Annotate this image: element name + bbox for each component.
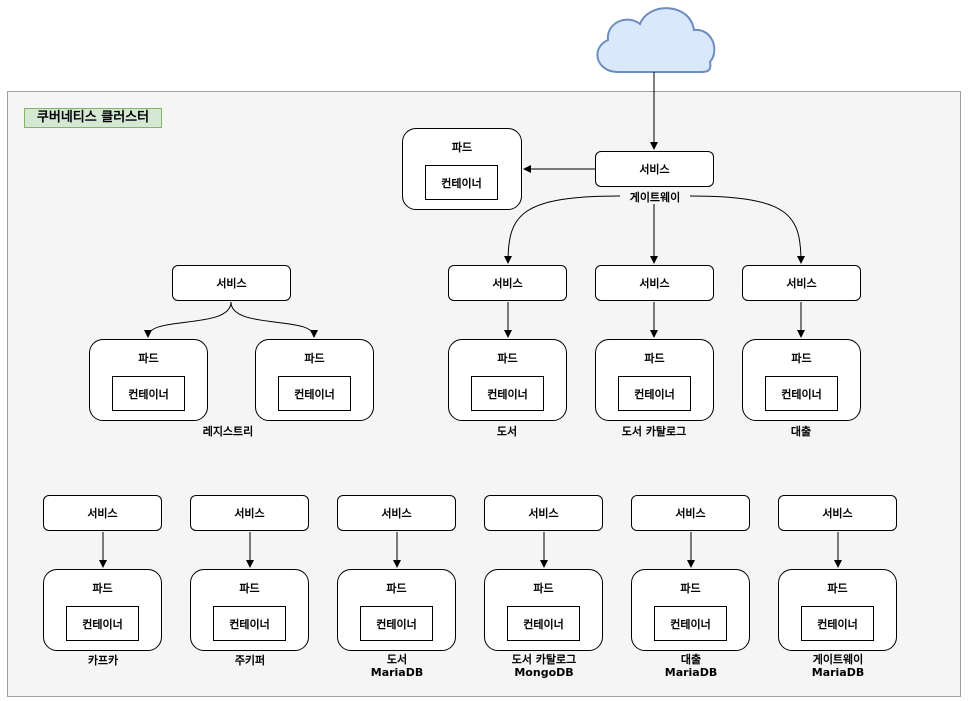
caption-line: MariaDB: [370, 666, 424, 679]
container: 컨테이너: [765, 376, 838, 411]
caption-line: MongoDB: [514, 666, 574, 679]
pod-registry-1: 파드 컨테이너: [89, 339, 208, 421]
service-book-db: 서비스: [337, 495, 456, 531]
container: 컨테이너: [425, 165, 498, 200]
pod-gateway: 파드 컨테이너: [402, 128, 522, 210]
pod-loan: 파드 컨테이너: [742, 339, 861, 421]
container: 컨테이너: [213, 606, 286, 641]
cluster-title: 쿠버네티스 클러스터: [24, 108, 162, 128]
service-loan-db: 서비스: [631, 495, 750, 531]
edge-registry-pod1: [144, 301, 232, 338]
service-catalog: 서비스: [595, 265, 714, 301]
service-book: 서비스: [448, 265, 567, 301]
pod-label: 파드: [680, 582, 701, 595]
pod-label: 파드: [92, 582, 113, 595]
edge-registry-pod2: [230, 301, 318, 338]
container: 컨테이너: [507, 606, 580, 641]
caption-line: MariaDB: [811, 666, 865, 679]
pod-label: 파드: [239, 582, 260, 595]
caption-gateway: 게이트웨이: [625, 191, 685, 204]
pod-label: 파드: [304, 352, 325, 365]
edge-gateway-book: [504, 195, 621, 264]
pod-label: 파드: [533, 582, 554, 595]
container: 컨테이너: [66, 606, 139, 641]
cloud-icon: [596, 7, 716, 73]
container: 컨테이너: [801, 606, 874, 641]
container: 컨테이너: [360, 606, 433, 641]
caption-loan-db: 대출 MariaDB: [665, 653, 718, 679]
caption-book-db: 도서 MariaDB: [371, 653, 424, 679]
pod-loan-db: 파드 컨테이너: [631, 569, 750, 651]
pod-gateway-db: 파드 컨테이너: [778, 569, 897, 651]
pod-kafka: 파드 컨테이너: [43, 569, 162, 651]
pod-label: 파드: [791, 352, 812, 365]
container: 컨테이너: [618, 376, 691, 411]
container: 컨테이너: [112, 376, 185, 411]
service-loan: 서비스: [742, 265, 861, 301]
pod-label: 파드: [644, 352, 665, 365]
pod-label: 파드: [451, 141, 473, 154]
pod-registry-2: 파드 컨테이너: [255, 339, 374, 421]
service-catalog-db: 서비스: [484, 495, 603, 531]
caption-loan: 대출: [790, 425, 812, 438]
container: 컨테이너: [654, 606, 727, 641]
pod-book: 파드 컨테이너: [448, 339, 567, 421]
pod-catalog: 파드 컨테이너: [595, 339, 714, 421]
caption-kafka: 카프카: [87, 654, 119, 667]
container: 컨테이너: [471, 376, 544, 411]
service-kafka: 서비스: [43, 495, 162, 531]
caption-line: 게이트웨이: [812, 653, 864, 666]
caption-catalog-db: 도서 카탈로그 MongoDB: [512, 653, 577, 679]
pod-label: 파드: [138, 352, 159, 365]
container: 컨테이너: [278, 376, 351, 411]
pod-book-db: 파드 컨테이너: [337, 569, 456, 651]
service-gateway: 서비스: [595, 151, 714, 187]
edge-gateway-loan: [689, 195, 805, 264]
caption-line: 도서: [386, 653, 408, 666]
caption-line: MariaDB: [664, 666, 718, 679]
caption-line: 도서 카탈로그: [511, 653, 577, 666]
pod-catalog-db: 파드 컨테이너: [484, 569, 603, 651]
pod-label: 파드: [386, 582, 407, 595]
pod-zookeeper: 파드 컨테이너: [190, 569, 309, 651]
service-gateway-db: 서비스: [778, 495, 897, 531]
service-registry: 서비스: [172, 265, 291, 301]
caption-gateway-db: 게이트웨이 MariaDB: [812, 653, 865, 679]
pod-label: 파드: [497, 352, 518, 365]
service-zookeeper: 서비스: [190, 495, 309, 531]
caption-book: 도서: [496, 425, 518, 438]
caption-line: 대출: [680, 653, 702, 666]
caption-registry: 레지스트리: [202, 425, 254, 438]
pod-label: 파드: [827, 582, 848, 595]
caption-zookeeper: 주키퍼: [234, 654, 266, 667]
caption-catalog: 도서 카탈로그: [621, 425, 687, 438]
